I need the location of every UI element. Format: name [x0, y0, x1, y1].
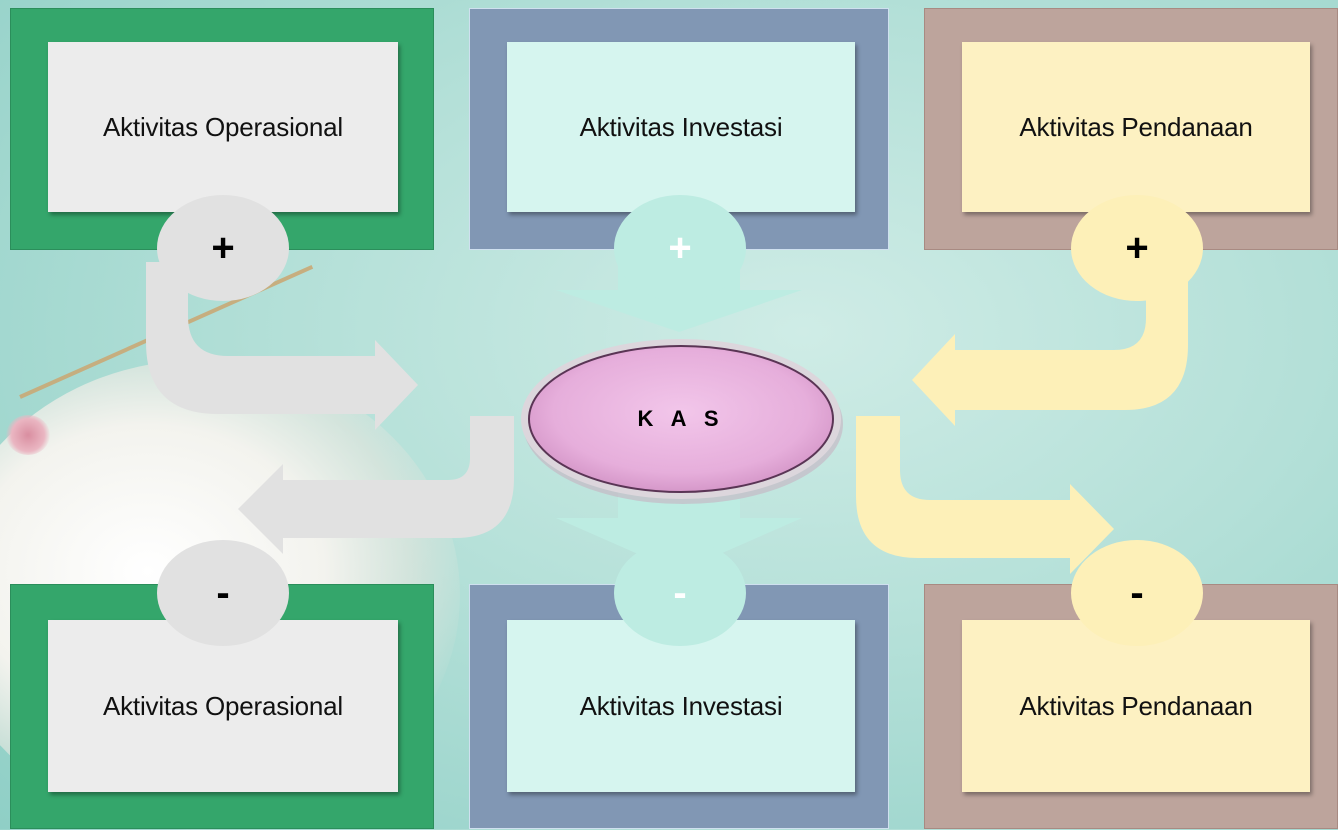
sign-minus-operasional: -	[157, 540, 289, 646]
box-investasi-bottom: Aktivitas Investasi	[507, 620, 855, 792]
box-operasional-top: Aktivitas Operasional	[48, 42, 398, 212]
sign-plus-operasional: +	[157, 195, 289, 301]
sign-plus-investasi: +	[614, 195, 746, 301]
kas-label: K A S	[637, 406, 725, 431]
sign-plus-pendanaan: +	[1071, 195, 1203, 301]
arrow-investasi-out	[556, 478, 802, 572]
arrow-operasional-in	[146, 262, 418, 430]
box-pendanaan-bottom: Aktivitas Pendanaan	[962, 620, 1310, 792]
background-flower	[6, 415, 50, 455]
box-operasional-bottom: Aktivitas Operasional	[48, 620, 398, 792]
kas-ellipse	[528, 345, 834, 493]
sign-minus-investasi: -	[614, 540, 746, 646]
box-pendanaan-top: Aktivitas Pendanaan	[962, 42, 1310, 212]
arrow-pendanaan-out	[856, 416, 1114, 574]
arrow-operasional-out	[238, 416, 514, 554]
box-investasi-top: Aktivitas Investasi	[507, 42, 855, 212]
arrow-pendanaan-in	[912, 262, 1188, 426]
sign-minus-pendanaan: -	[1071, 540, 1203, 646]
